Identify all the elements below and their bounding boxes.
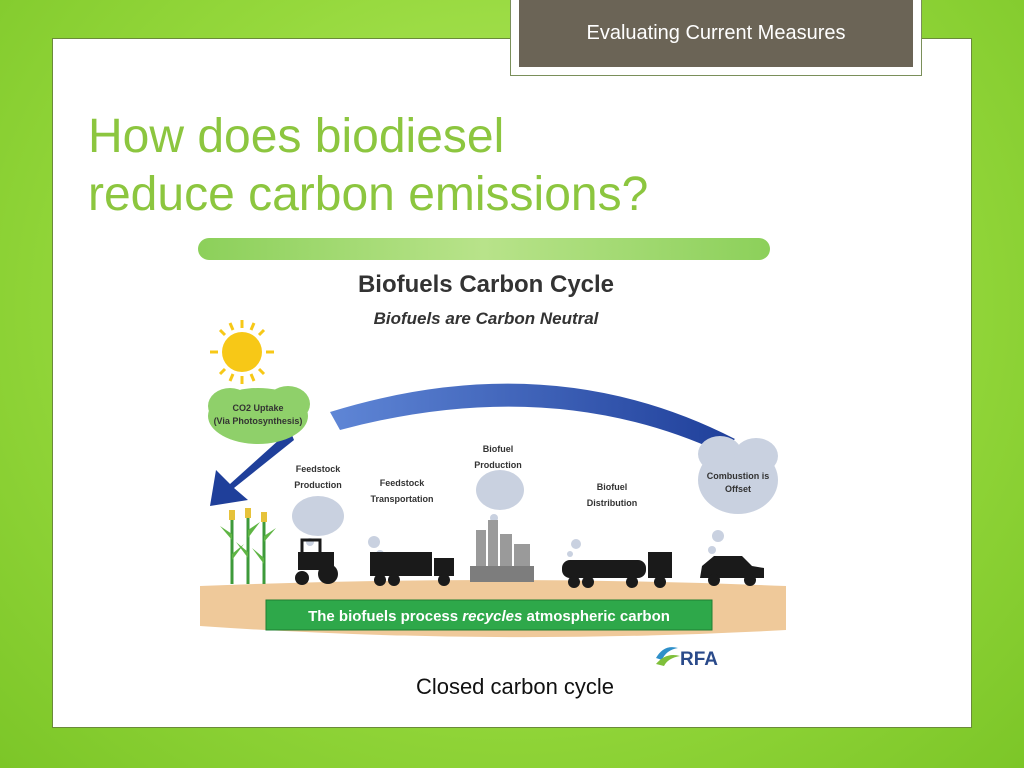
uptake-arrow-icon — [210, 430, 294, 506]
slide-title-line-2: reduce carbon emissions? — [88, 168, 649, 221]
carbon-cycle-svg: Biofuels Carbon Cycle Biofuels are Carbo… — [198, 238, 786, 670]
feedstock-truck-icon — [370, 552, 454, 586]
recycle-banner-text: The biofuels process recycles atmospheri… — [308, 608, 670, 625]
biofuel-distribution-label-line-2: Distribution — [587, 498, 638, 508]
rfa-logo: RFA — [656, 647, 718, 670]
tanker-truck-icon — [562, 552, 672, 588]
section-header-label: Evaluating Current Measures — [519, 0, 913, 67]
slide-title-line-1: How does biodiesel — [88, 110, 505, 163]
biofuel-production-label-line-1: Biofuel — [483, 444, 514, 454]
biofuel-distribution-label-line-1: Biofuel — [597, 482, 628, 492]
uptake-label-line-1: CO2 Uptake — [232, 403, 283, 413]
corn-plants-icon — [220, 508, 276, 584]
diagram-caption: Closed carbon cycle — [415, 674, 615, 699]
diagram-subtitle: Biofuels are Carbon Neutral — [374, 309, 600, 328]
carbon-cycle-diagram: Biofuels Carbon Cycle Biofuels are Carbo… — [190, 234, 790, 674]
slide-title: How does biodiesel reduce carbon emissio… — [88, 108, 848, 224]
feedstock-transport-label-line-2: Transportation — [370, 494, 433, 504]
section-header-tab: Evaluating Current Measures — [510, 0, 922, 76]
biofuel-production-label-line-2: Production — [474, 460, 522, 470]
recycle-banner — [265, 599, 713, 631]
diagram-top-bar — [198, 238, 770, 260]
tractor-icon — [295, 538, 338, 585]
car-icon — [700, 556, 764, 586]
sun-icon — [210, 320, 274, 384]
feedstock-transport-label-line-1: Feedstock — [380, 478, 426, 488]
combustion-label-line-2: Offset — [725, 484, 751, 494]
combustion-label-line-1: Combustion is — [707, 471, 770, 481]
rfa-logo-text: RFA — [680, 649, 718, 670]
carbon-cycle-arc — [330, 383, 735, 452]
feedstock-production-label-line-2: Production — [294, 480, 342, 490]
refinery-icon — [470, 520, 534, 582]
feedstock-production-label-line-1: Feedstock — [296, 464, 342, 474]
combustion-cloud — [698, 436, 778, 554]
diagram-title: Biofuels Carbon Cycle — [358, 271, 614, 298]
uptake-label-line-2: (Via Photosynthesis) — [214, 416, 303, 426]
co2-uptake-cloud — [208, 386, 310, 444]
